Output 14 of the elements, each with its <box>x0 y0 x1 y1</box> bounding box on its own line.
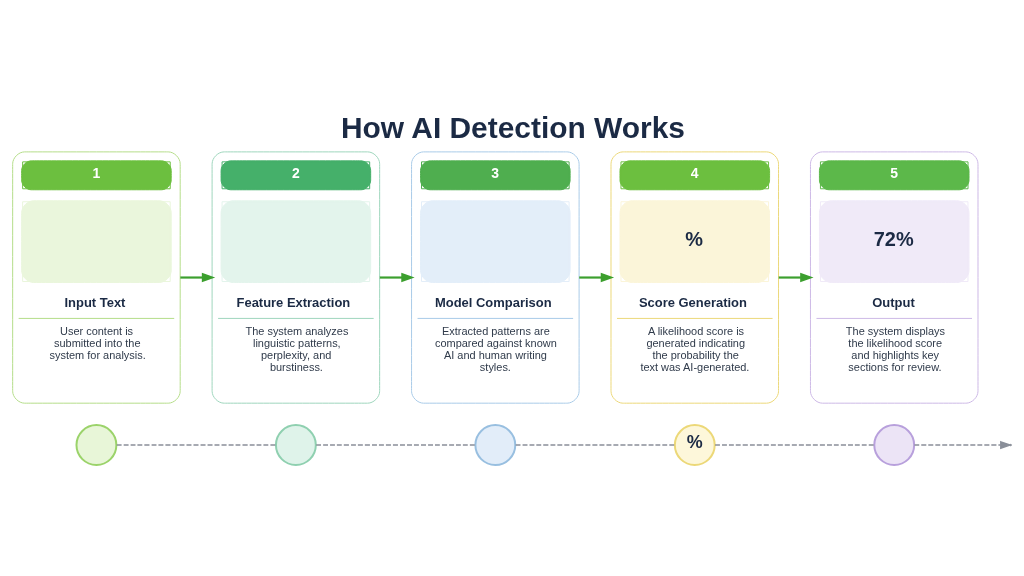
connector <box>714 444 875 446</box>
node-circle <box>474 424 517 466</box>
arrow <box>180 272 216 283</box>
connector <box>115 444 277 446</box>
node-circle <box>274 424 317 466</box>
arrow <box>379 272 415 283</box>
node-circle: % <box>673 424 716 466</box>
node-circle <box>75 424 118 466</box>
connector <box>315 444 477 446</box>
diagram-title: How AI Detection Works <box>340 110 685 144</box>
arrow <box>778 272 814 283</box>
arrow <box>579 272 615 283</box>
connector <box>514 444 676 446</box>
node-circle <box>873 424 916 466</box>
